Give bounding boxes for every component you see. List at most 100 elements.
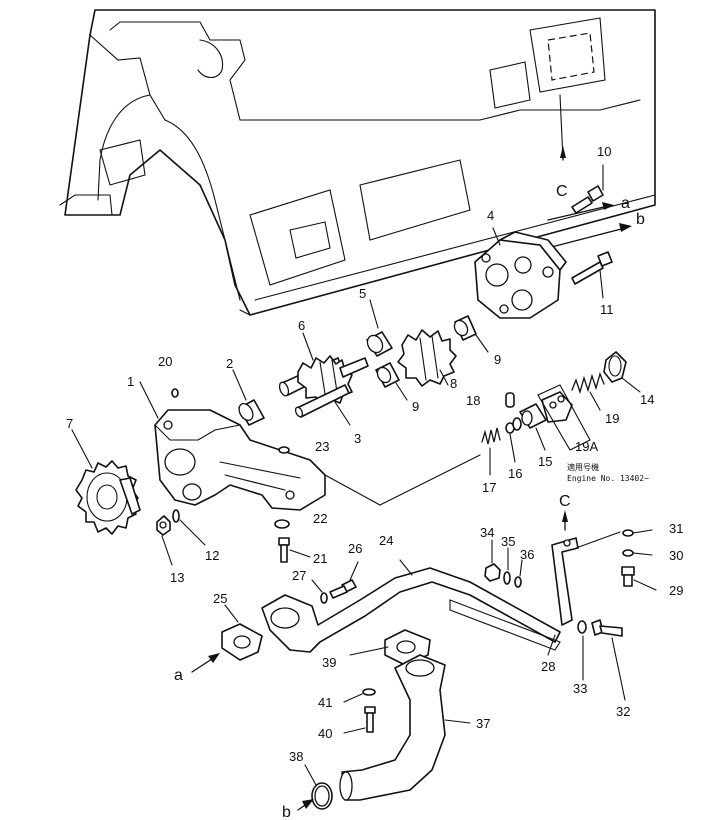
callout-11: 11 — [600, 302, 614, 317]
spring-17 — [481, 427, 501, 476]
callout-15: 15 — [538, 454, 552, 469]
callout-9-upper: 9 — [494, 352, 501, 367]
callout-1: 1 — [127, 374, 134, 389]
pin-20 — [171, 388, 179, 398]
washer-30 — [622, 549, 653, 557]
reference-letters: C a b C a b — [174, 183, 645, 820]
bolt-26 — [329, 561, 359, 599]
washer-33 — [577, 620, 587, 681]
arrow-c-bracket — [562, 510, 568, 531]
callout-18: 18 — [466, 393, 480, 408]
callout-4: 4 — [487, 208, 494, 223]
ref-a-bottom: a — [174, 667, 183, 684]
washer-35 — [503, 547, 511, 585]
washer-16 — [505, 417, 522, 463]
callout-labels: 1 2 3 4 5 6 7 8 9 9 10 11 12 13 14 15 16… — [66, 144, 683, 764]
callout-36: 36 — [520, 547, 534, 562]
gasket-25 — [221, 604, 263, 661]
callout-23: 23 — [315, 439, 329, 454]
bolt-29 — [621, 566, 657, 591]
callout-22: 22 — [313, 511, 327, 526]
callout-40: 40 — [318, 726, 332, 741]
callout-41: 41 — [318, 695, 332, 710]
arrow-b-bottom — [297, 799, 314, 811]
ref-c-bracket: C — [559, 493, 571, 510]
callout-16: 16 — [508, 466, 522, 481]
callout-31: 31 — [669, 521, 683, 536]
callout-27: 27 — [292, 568, 306, 583]
arrow-a-top — [547, 202, 614, 221]
relief-leader — [324, 474, 381, 506]
callout-24: 24 — [379, 533, 393, 548]
washer-22 — [274, 519, 290, 529]
idler-gear-7 — [71, 429, 141, 535]
callout-14: 14 — [640, 392, 654, 407]
bushing-5 — [366, 299, 393, 357]
suction-tube-37 — [339, 654, 471, 801]
callout-19: 19 — [605, 411, 619, 426]
pin-18 — [505, 392, 515, 408]
ring-23 — [278, 446, 290, 454]
pump-cover-4 — [474, 227, 567, 319]
bushing-9-lower — [375, 362, 408, 401]
bolt-21 — [278, 537, 311, 563]
callout-21: 21 — [313, 551, 327, 566]
bolt-11 — [571, 251, 613, 299]
driven-gear-8 — [397, 329, 457, 387]
pump-body-1 — [139, 381, 326, 511]
callout-2: 2 — [226, 356, 233, 371]
relief-leader-2 — [379, 454, 481, 506]
callout-35: 35 — [501, 534, 515, 549]
engine-block — [59, 9, 656, 316]
callout-10: 10 — [597, 144, 611, 159]
callout-33: 33 — [573, 681, 587, 696]
callout-19a: 19A — [575, 439, 598, 454]
washer-27 — [311, 579, 328, 604]
arrow-c-top — [560, 146, 566, 161]
spring-19 — [571, 371, 605, 411]
ref-b-bottom: b — [282, 804, 291, 820]
bolt-40 — [343, 706, 376, 734]
callout-39: 39 — [322, 655, 336, 670]
callout-28: 28 — [541, 659, 555, 674]
shaft-3 — [294, 384, 351, 426]
bolt-32 — [591, 619, 626, 701]
callout-25: 25 — [213, 591, 227, 606]
suction-pipe-24 — [261, 559, 561, 653]
serial-note-line2: Engine No. 13402~ — [567, 474, 649, 483]
callout-17: 17 — [482, 480, 496, 495]
washer-41 — [343, 688, 376, 703]
o-ring-38 — [304, 764, 333, 810]
callout-37: 37 — [476, 716, 490, 731]
callout-9-lower: 9 — [412, 399, 419, 414]
ref-a-top: a — [621, 195, 630, 212]
serial-note-line1: 適用号機 — [567, 462, 599, 472]
bracket-28 — [547, 531, 621, 656]
bushing-9-upper — [453, 315, 489, 353]
callout-6: 6 — [298, 318, 305, 333]
callout-8: 8 — [450, 376, 457, 391]
nut-34 — [484, 539, 501, 582]
washer-36 — [514, 559, 523, 588]
valve-15 — [519, 403, 547, 451]
arrow-a-bottom — [191, 653, 220, 673]
callout-20: 20 — [158, 354, 172, 369]
callout-7: 7 — [66, 416, 73, 431]
callout-34: 34 — [480, 525, 494, 540]
drive-gear-6 — [278, 332, 369, 406]
washer-31 — [622, 529, 653, 537]
ref-c-top: C — [556, 183, 568, 200]
callout-5: 5 — [359, 286, 366, 301]
callout-26: 26 — [348, 541, 362, 556]
callout-29: 29 — [669, 583, 683, 598]
callout-3: 3 — [354, 431, 361, 446]
nut-13 — [156, 515, 173, 566]
valve-19a — [537, 384, 591, 451]
serial-note: 適用号機 Engine No. 13402~ — [567, 462, 649, 483]
callout-30: 30 — [669, 548, 683, 563]
callout-12: 12 — [205, 548, 219, 563]
callout-32: 32 — [616, 704, 630, 719]
plug-14 — [603, 351, 641, 393]
ref-b-top: b — [636, 211, 645, 228]
